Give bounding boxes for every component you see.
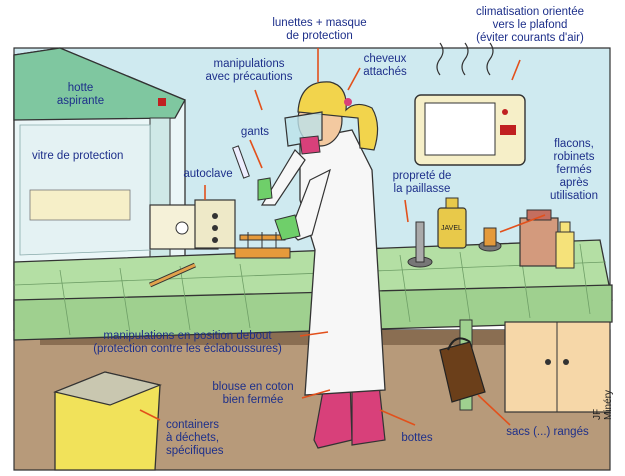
label-lunettes: lunettes + masque de protection — [272, 17, 367, 42]
label-containers: containers à déchets, spécifiques — [166, 419, 224, 457]
waste-container — [53, 371, 162, 471]
javel-label: JAVEL — [441, 225, 462, 232]
bunsen-burner-2 — [478, 227, 502, 252]
label-autoclave: autoclave — [183, 168, 233, 180]
javel-bottle: JAVEL — [437, 197, 467, 249]
mask — [299, 135, 321, 155]
bag — [439, 337, 486, 403]
bunsen-burner-1 — [407, 221, 433, 268]
hair — [297, 81, 379, 151]
label-blouse: blouse en coton bien fermée — [212, 381, 294, 406]
gloves — [257, 177, 273, 201]
scientist — [232, 81, 386, 449]
fume-hood — [13, 47, 186, 281]
label-climatisation: climatisation orientée vers le plafond (… — [475, 6, 585, 44]
label-sacs: sacs (...) rangés — [506, 426, 589, 438]
signature: JF Minéry — [592, 389, 614, 420]
label-bottes: bottes — [401, 432, 433, 444]
label-cheveux: cheveux attachés — [363, 53, 407, 78]
air-conditioner — [414, 42, 526, 166]
cabinet — [504, 321, 611, 413]
syringe — [148, 262, 197, 288]
leader-lines — [139, 48, 546, 426]
flasks — [519, 209, 575, 269]
label-debout: manipulations en position debout (protec… — [93, 330, 282, 355]
label-hotte: hotte aspirante — [56, 82, 105, 107]
label-flacons: flacons, robinets fermés après utilisati… — [550, 138, 598, 202]
label-proprete: propreté de la paillasse — [392, 170, 452, 195]
label-gants: gants — [240, 126, 270, 138]
autoclave — [149, 199, 236, 250]
label-manipulations-precautions: manipulations avec précautions — [205, 58, 293, 83]
label-vitre: vitre de protection — [32, 150, 124, 162]
